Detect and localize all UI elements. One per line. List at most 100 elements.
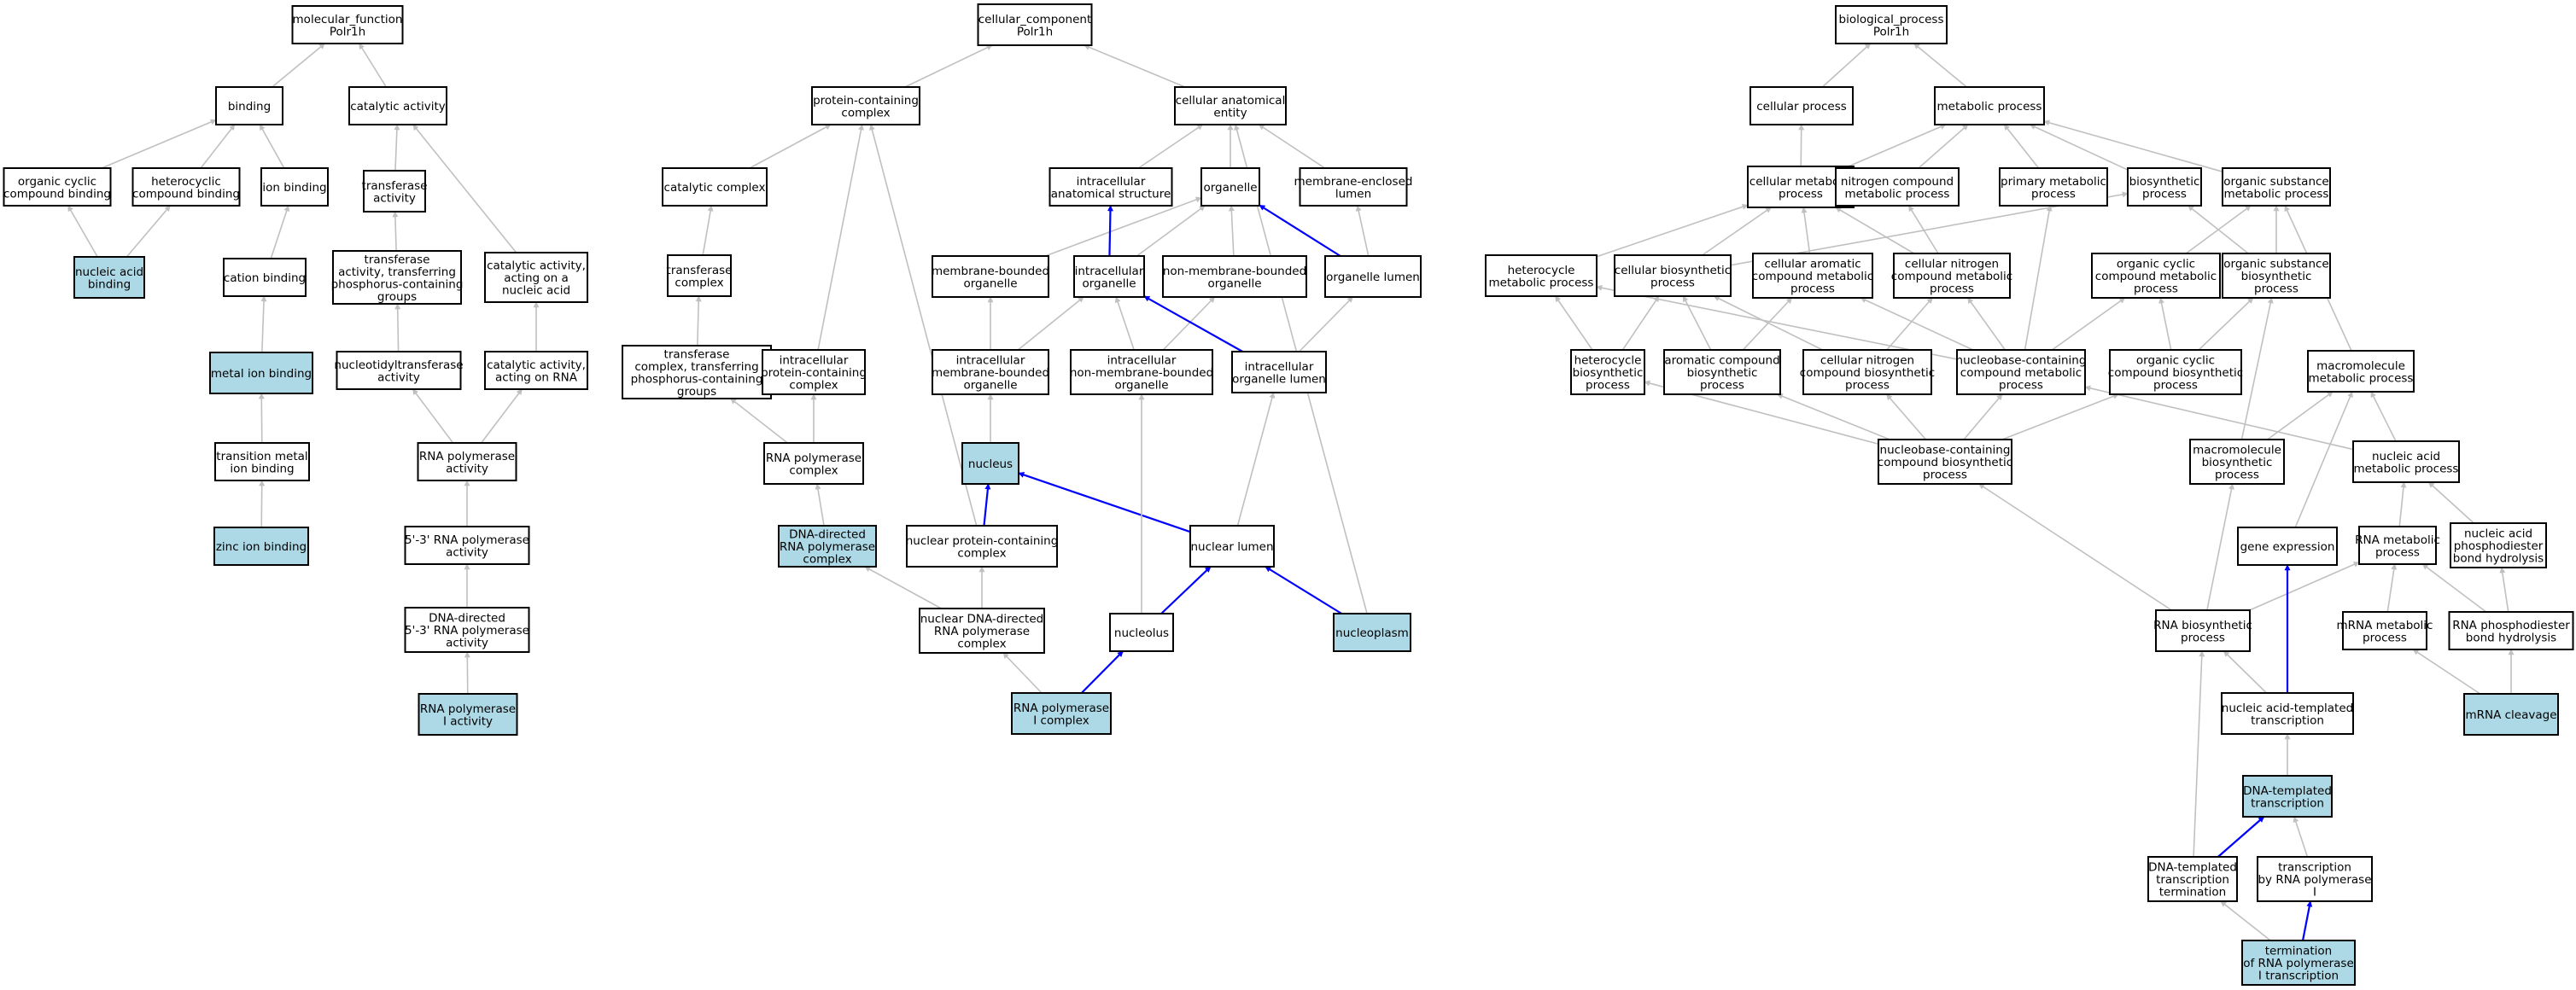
node-label-line: metabolic process xyxy=(2309,371,2414,385)
edge-intracellular_organelle-to-intracell_anat xyxy=(1107,205,1113,257)
go-term-node-catalytic-activity[interactable]: catalytic activity xyxy=(348,86,447,125)
node-box xyxy=(1073,255,1145,298)
go-term-node-nucleoplasm[interactable]: nucleoplasm xyxy=(1333,613,1411,652)
go-term-node-metal-ion-binding[interactable]: metal ion binding xyxy=(209,352,313,394)
go-term-node-binding[interactable]: binding xyxy=(215,86,283,125)
node-box xyxy=(418,693,518,736)
go-term-node-cation-binding[interactable]: cation binding xyxy=(223,258,307,297)
edge-rna_pol_I_complex-to-nucleolus xyxy=(1080,650,1124,694)
go-term-node-mrna-cleavage[interactable]: mRNA cleavage xyxy=(2463,693,2559,736)
edge-intracell_nonmem_org-to-intracellular_organelle xyxy=(1114,296,1135,351)
node-label-line: DNA-directed xyxy=(429,612,505,626)
go-term-node-ion-binding[interactable]: ion binding xyxy=(260,167,329,207)
node-label-line: RNA polymerase xyxy=(766,451,862,465)
go-term-node-gene-expression[interactable]: gene expression xyxy=(2237,527,2338,566)
go-term-node-intracell-nonmem-org[interactable]: intracellularnon-membrane-boundedorganel… xyxy=(1070,349,1213,395)
node-label-line: DNA-directed xyxy=(789,528,866,542)
node-label-line: heterocycle xyxy=(1574,354,1642,368)
go-term-node-catalytic-complex[interactable]: catalytic complex xyxy=(662,167,768,207)
edge-nucleobase_met-to-organic_cyclic_met xyxy=(2051,297,2126,351)
node-label-line: process xyxy=(1845,379,1890,393)
edge-intracell_nonmem_org-to-non_membrane_org xyxy=(1162,296,1216,351)
go-term-node-zinc-ion-binding[interactable]: zinc ion binding xyxy=(213,527,309,566)
node-label-line: process xyxy=(2031,187,2076,201)
node-label-line: organelle lumen xyxy=(1232,372,1326,386)
edge-nucleobase_met-to-cell_nitrogen_met xyxy=(1966,297,2006,351)
go-term-node-metabolic-process[interactable]: metabolic process xyxy=(1934,86,2045,125)
go-term-node-nucleus[interactable]: nucleus xyxy=(961,442,1019,485)
node-label-line: cellular_component xyxy=(978,13,1091,26)
node-box xyxy=(2257,856,2373,902)
go-term-node-organelle[interactable]: organelle xyxy=(1200,167,1260,207)
go-term-node-nuclear-lumen[interactable]: nuclear lumen xyxy=(1189,525,1275,568)
node-box xyxy=(404,526,530,565)
go-term-node-cat-on-rna[interactable]: catalytic activity,acting on RNA xyxy=(484,351,588,390)
edge-dna_templated_term-to-dna_templated xyxy=(2217,816,2265,858)
go-term-node-organelle-lumen[interactable]: organelle lumen xyxy=(1324,255,1422,298)
go-term-node-nucleolus[interactable]: nucleolus xyxy=(1109,613,1174,652)
go-term-node-cellular-process[interactable]: cellular process xyxy=(1749,86,1854,125)
